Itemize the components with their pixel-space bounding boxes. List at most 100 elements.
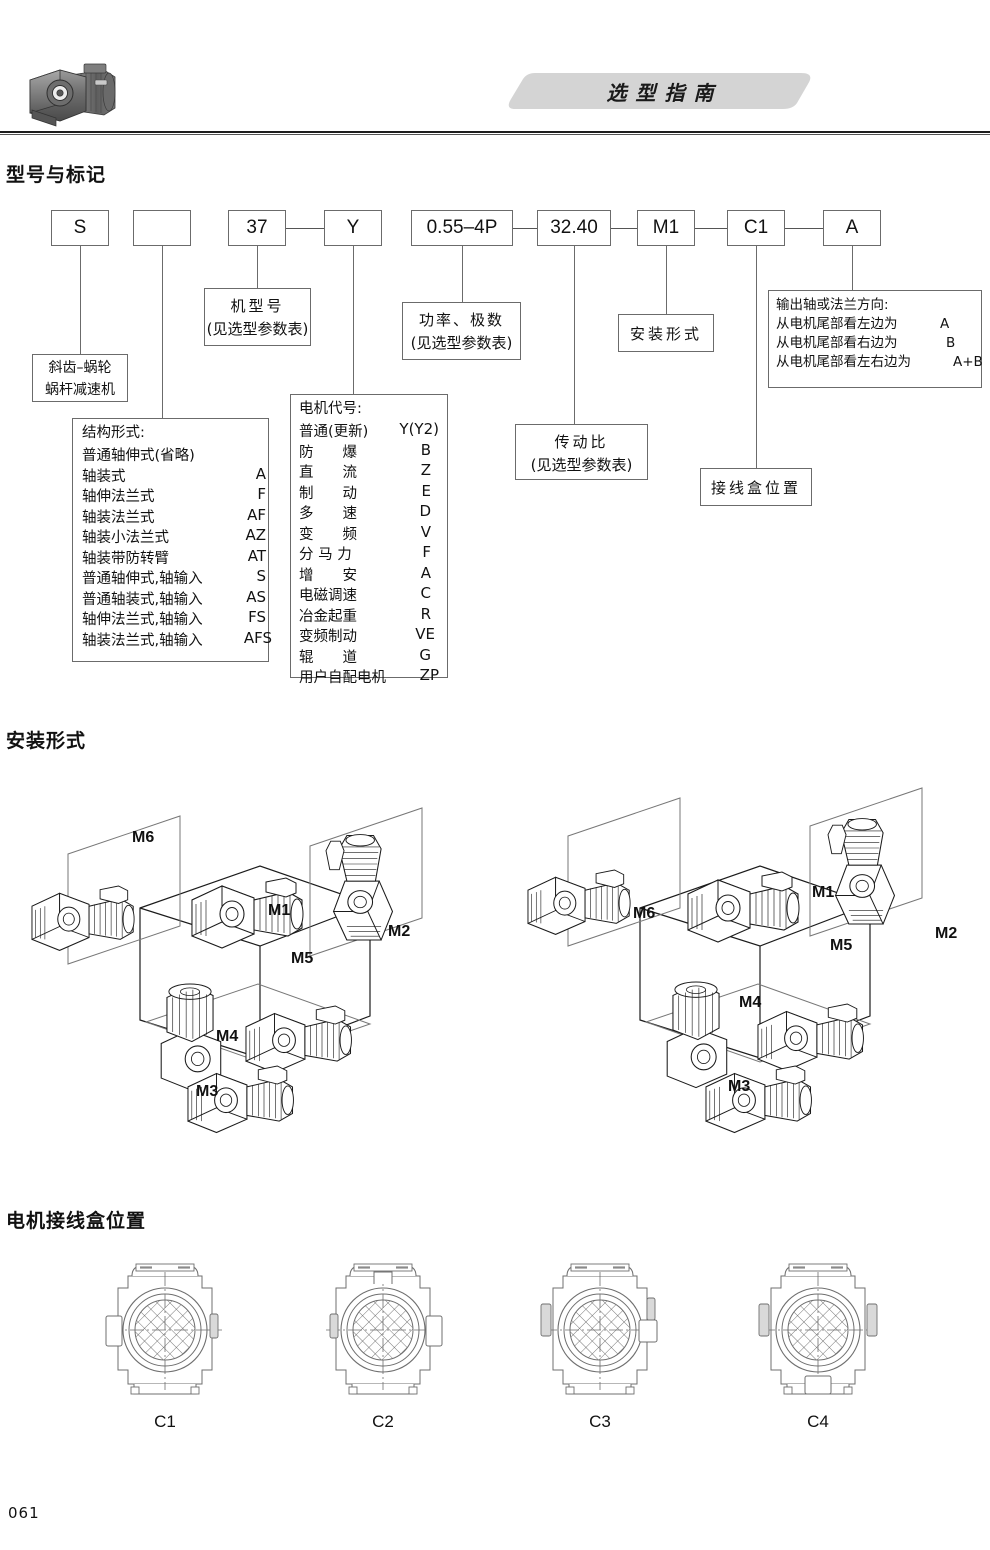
structure-form-code: AF: [247, 505, 266, 524]
motor-code-row: 普通(更新) Y(Y2): [299, 420, 447, 441]
mounting-label-m3: M3: [728, 1078, 751, 1095]
structure-form-row: 轴装小法兰式 AZ: [82, 526, 268, 547]
terminal-view-c2: [318, 1258, 448, 1403]
callout-gear-type: 斜齿–蜗轮 蜗杆减速机: [32, 354, 128, 402]
gear-unit-m6: [527, 869, 631, 935]
leader-line-motor: [353, 246, 354, 394]
motor-code-title: 电机代号:: [299, 401, 362, 417]
structure-form-label: 轴装带防转臂: [82, 550, 169, 567]
terminal-label-c3: C3: [589, 1412, 611, 1431]
mounting-label-m5: M5: [291, 950, 314, 967]
structure-form-row: 轴装法兰式,轴输入 AFS: [82, 629, 272, 650]
motor-code-label: 电磁调速: [299, 588, 357, 604]
mounting-label-m3: M3: [196, 1083, 219, 1100]
callout-terminal-position-label: 接线盒位置: [710, 479, 801, 497]
shaft-direction-title: 输出轴或法兰方向:: [776, 297, 889, 313]
connector-dash: [286, 228, 324, 229]
shaft-direction-label: 从电机尾部看左边为: [776, 316, 898, 332]
callout-gear-type-line1: 斜齿–蜗轮: [48, 360, 112, 376]
code-box-mounting[interactable]: M1: [637, 210, 695, 246]
gear-unit-m4: [666, 981, 728, 1089]
structure-form-code: AFS: [243, 628, 272, 647]
structure-form-code: FS: [248, 608, 266, 626]
callout-power-poles-line2: (见选型参数表): [410, 334, 513, 353]
mounting-label-m1: M1: [812, 884, 835, 901]
structure-form-row: 普通轴伸式,轴输入 S: [82, 567, 268, 588]
terminal-view-c1: [100, 1258, 230, 1403]
structure-form-row: 轴装法兰式 AF: [82, 506, 268, 527]
motor-code-value: VE: [415, 625, 435, 643]
motor-code-value: ZP: [419, 666, 439, 684]
gearbox-photo-icon: [16, 58, 124, 130]
code-box-blank[interactable]: [133, 210, 191, 246]
motor-code-row: 变 频 V: [299, 523, 447, 544]
motor-code-row: 变频制动 VE: [299, 625, 447, 646]
code-box-motor[interactable]: Y: [324, 210, 382, 246]
callout-ratio-line2: (见选型参数表): [530, 456, 633, 475]
motor-code-row: 增 安 A: [299, 564, 447, 585]
motor-code-row: 多 速 D: [299, 502, 447, 523]
motor-code-value: E: [421, 481, 431, 500]
callout-mounting-form-label: 安装形式: [629, 325, 702, 343]
header-divider: [0, 131, 990, 135]
structure-form-box: 结构形式: 普通轴伸式(省略) 轴装式 A 轴伸法兰式 F 轴装法兰式 AF 轴…: [72, 418, 272, 662]
gear-unit-m1: [687, 871, 800, 943]
callout-power-poles-line1: 功率、极数: [418, 311, 504, 329]
motor-code-label: 冶金起重: [299, 608, 357, 625]
code-box-direction[interactable]: A: [823, 210, 881, 246]
leader-line-power: [462, 246, 463, 302]
motor-code-value: A: [420, 563, 431, 582]
connector-dash: [695, 228, 727, 229]
shaft-direction-row: 从电机尾部看左边为 A: [776, 315, 981, 334]
shaft-direction-code: A+B: [953, 354, 983, 370]
structure-form-label: 普通轴伸式,轴输入: [82, 571, 203, 587]
motor-code-label: 多 速: [299, 506, 357, 522]
code-box-ratio[interactable]: 32.40: [537, 210, 611, 246]
callout-ratio-line1: 传动比: [554, 433, 609, 451]
page-title: 选型指南: [606, 80, 723, 105]
leader-line-terminal: [756, 246, 757, 468]
mounting-label-m4: M4: [739, 994, 762, 1011]
gear-unit-m5: [245, 1005, 352, 1074]
motor-code-value: V: [420, 522, 431, 541]
structure-form-label: 轴伸法兰式,轴输入: [82, 612, 203, 628]
leader-line-direction: [852, 246, 853, 290]
code-box-structure[interactable]: S: [51, 210, 109, 246]
motor-code-value: G: [419, 645, 431, 664]
motor-code-row: 分 马 力 F: [299, 543, 447, 564]
motor-code-row: 辊 道 G: [299, 646, 447, 667]
motor-code-value: D: [419, 502, 431, 520]
structure-form-row: 轴装式 A: [82, 465, 268, 486]
shaft-direction-code: B: [946, 335, 956, 351]
mounting-diagram-left: [10, 766, 480, 1156]
shaft-direction-label: 从电机尾部看左右边为: [776, 354, 911, 370]
code-box-model[interactable]: 37: [228, 210, 286, 246]
structure-form-row: 轴装带防转臂 AT: [82, 547, 268, 568]
structure-form-code: A: [255, 464, 266, 483]
structure-form-label: 轴装法兰式: [82, 509, 155, 526]
callout-machine-model-line2: (见选型参数表): [206, 320, 309, 339]
terminal-view-c3: [535, 1258, 665, 1403]
motor-code-value: Y(Y2): [399, 420, 439, 438]
shaft-direction-row: 从电机尾部看左右边为 A+B: [776, 353, 983, 372]
shaft-direction-label: 从电机尾部看右边为: [776, 335, 898, 351]
mounting-label-m6: M6: [633, 905, 656, 922]
page-number: 061: [8, 1504, 40, 1522]
motor-code-box: 电机代号: 普通(更新) Y(Y2) 防 爆 B 直 流 Z 制 动 E 多 速…: [290, 394, 448, 686]
callout-terminal-position: 接线盒位置: [700, 468, 812, 506]
leader-line-mounting: [666, 246, 667, 314]
terminal-label-c4: C4: [807, 1412, 829, 1431]
structure-form-label: 普通轴伸式(省略): [82, 448, 195, 464]
code-box-power[interactable]: 0.55–4P: [411, 210, 513, 246]
structure-form-code: S: [256, 567, 266, 585]
motor-code-label: 直 流: [299, 465, 357, 481]
structure-form-label: 轴装式: [82, 468, 126, 485]
code-box-terminal[interactable]: C1: [727, 210, 785, 246]
mounting-label-m6: M6: [132, 829, 155, 846]
motor-code-value: C: [420, 584, 431, 602]
connector-dash: [513, 228, 537, 229]
motor-code-value: B: [420, 440, 431, 459]
motor-code-label: 变频制动: [299, 629, 357, 645]
section-title-terminal: 电机接线盒位置: [6, 1210, 147, 1232]
